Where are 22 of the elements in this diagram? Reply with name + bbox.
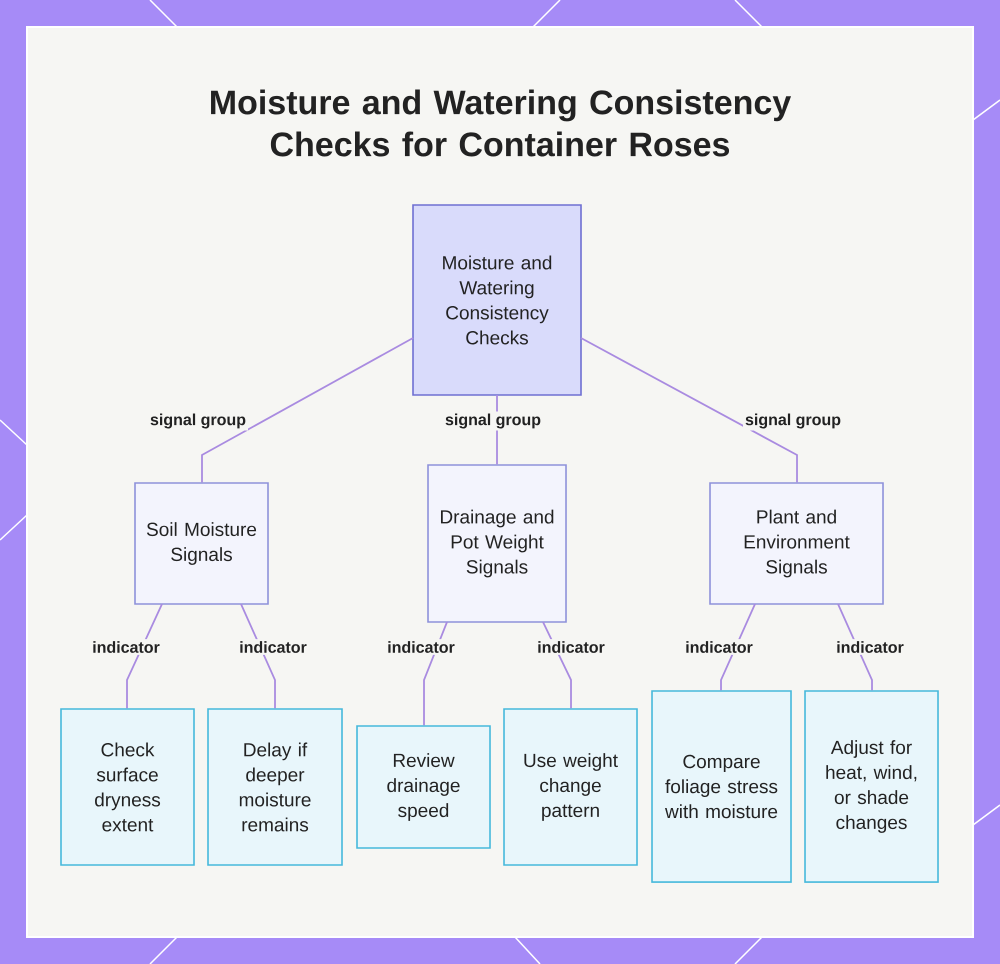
edge-label: indicator bbox=[385, 639, 457, 655]
category-box: Drainage and Pot Weight Signals bbox=[427, 464, 567, 623]
indicator-box: Review drainage speed bbox=[356, 725, 491, 849]
indicator-box: Adjust for heat, wind, or shade changes bbox=[804, 690, 939, 883]
category-box: Soil Moisture Signals bbox=[134, 482, 269, 605]
edge-label: signal group bbox=[443, 412, 543, 430]
indicator-box: Check surface dryness extent bbox=[60, 708, 195, 866]
topic-box: Moisture and Watering Consistency Checks bbox=[412, 204, 582, 396]
category-box: Plant and Environment Signals bbox=[709, 482, 884, 605]
edge-label: indicator bbox=[535, 639, 607, 655]
title: Moisture and Watering Consistency Checks for Container Roses bbox=[211, 90, 792, 156]
edge-label: indicator bbox=[237, 639, 309, 655]
indicator-box: Use weight change pattern bbox=[503, 708, 638, 866]
connector bbox=[201, 337, 414, 482]
edge-label: indicator bbox=[683, 639, 755, 655]
connector bbox=[580, 337, 798, 482]
edge-label: signal group bbox=[743, 412, 844, 430]
indicator-box: Delay if deeper moisture remains bbox=[207, 708, 343, 866]
edge-label: indicator bbox=[834, 639, 906, 655]
indicator-box: Compare foliage stress with moisture bbox=[651, 690, 792, 883]
edge-label: indicator bbox=[90, 639, 162, 655]
edge-label: signal group bbox=[148, 412, 248, 430]
